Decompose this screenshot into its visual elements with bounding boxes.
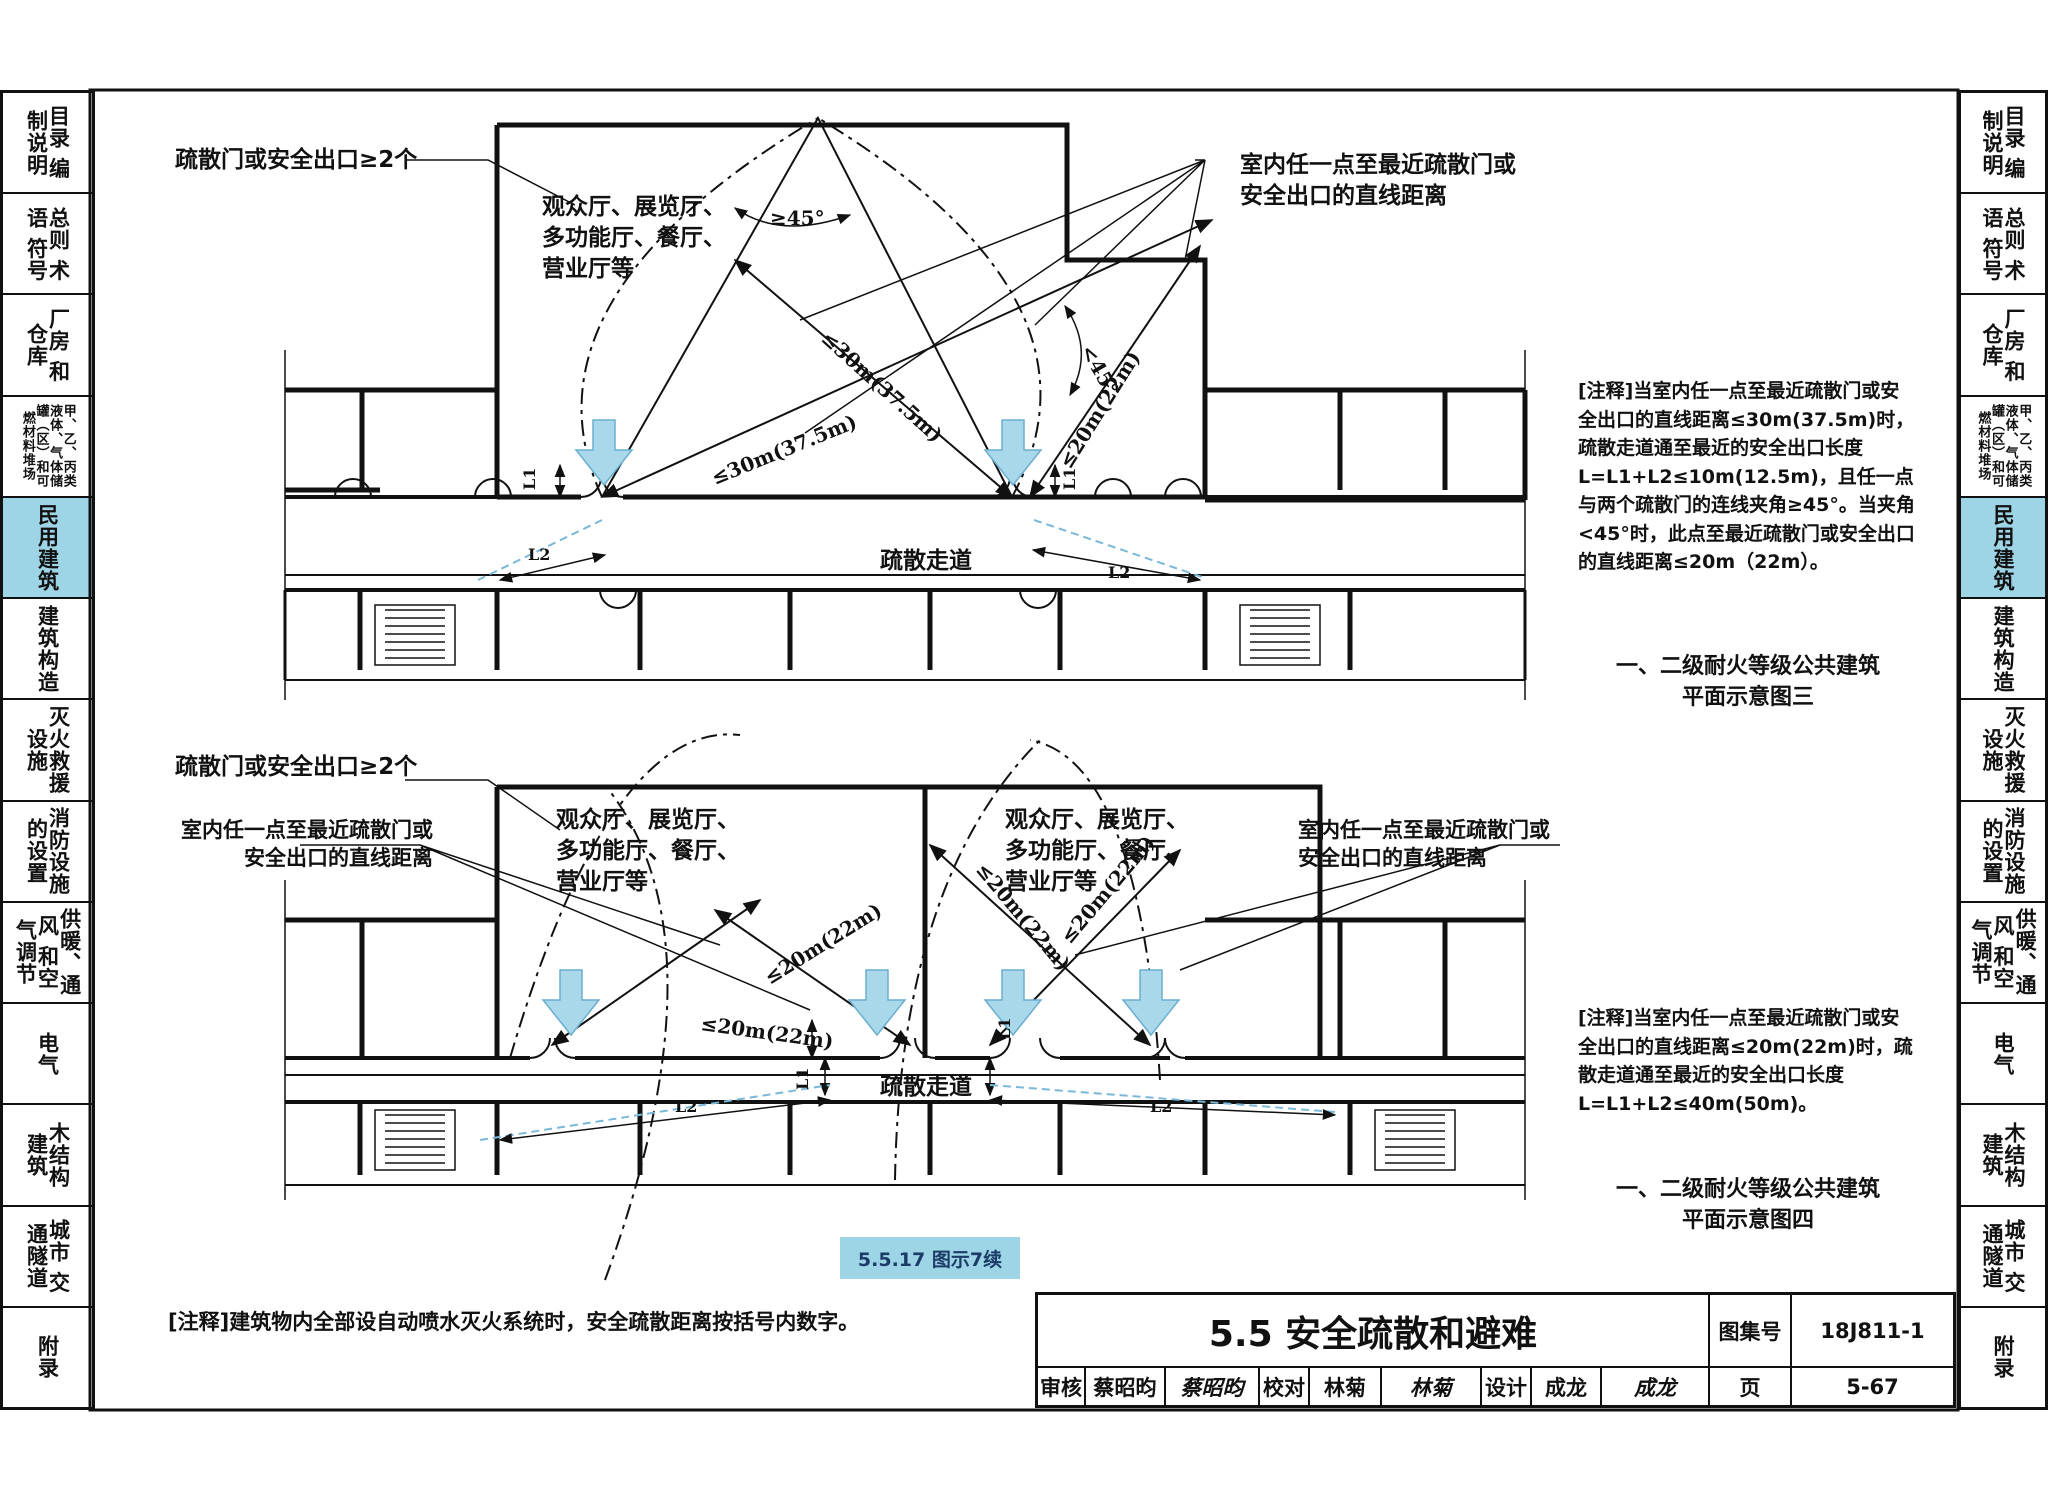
tab-tunnel[interactable]: 城市 交通隧道 — [3, 1207, 92, 1308]
design-label: 设计 — [1482, 1368, 1532, 1405]
tab-storage-right[interactable]: 甲、乙、丙类液体、气体储罐（区）和可燃材料堆场 — [1961, 397, 2045, 498]
tab-construction-right[interactable]: 建筑构造 — [1961, 599, 2045, 701]
corridor-label-2: 疏散走道 — [880, 1073, 972, 1100]
tab-factory-right[interactable]: 厂房 和仓库 — [1961, 295, 2045, 397]
diagram-1-plan — [283, 115, 1528, 700]
diagram-2-arrows — [541, 969, 1181, 1037]
checker-signature: 林菊 — [1382, 1368, 1482, 1405]
sheet-title: 5.5 安全疏散和避难 — [1038, 1295, 1710, 1368]
tab-civil-right[interactable]: 民用建筑 — [1961, 497, 2045, 600]
d1-rooms-label: 观众厅、展览厅、 多功能厅、餐厅、 营业厅等 — [542, 194, 726, 283]
tab-tunnel-right[interactable]: 城市 交通隧道 — [1961, 1207, 2045, 1308]
sheet-frame — [88, 88, 1960, 1412]
atlas-label: 图集号 — [1710, 1295, 1792, 1368]
d2-distance-left-label: 室内任一点至最近疏散门或 安全出口的直线距离 — [181, 818, 433, 871]
l1-label-1a: L1 — [520, 468, 539, 490]
tab-civil[interactable]: 民用建筑 — [3, 497, 92, 600]
right-section-tabs: 目录 编制说明 总则 术语 符号 厂房 和仓库 甲、乙、丙类液体、气体储罐（区）… — [1958, 90, 2048, 1410]
designer-signature: 成龙 — [1602, 1368, 1710, 1405]
l2-label-2b: L2 — [1150, 1097, 1172, 1116]
tab-fire-facility-right[interactable]: 消防设施 的设置 — [1961, 802, 2045, 903]
page-label: 页 — [1710, 1368, 1792, 1405]
l1-label-2b: L1 — [995, 1018, 1014, 1040]
tab-hvac[interactable]: 供暖、通风 和空气调节 — [3, 903, 92, 1005]
tab-construction[interactable]: 建筑构造 — [3, 599, 92, 701]
page-footnote: [注释]建筑物内全部设自动喷水灭火系统时，安全疏散距离按括号内数字。 — [168, 1310, 860, 1334]
d2-rooms-left-label: 观众厅、展览厅、 多功能厅、餐厅、 营业厅等 — [556, 807, 740, 896]
tab-rescue-right[interactable]: 灭火救援 设施 — [1961, 700, 2045, 802]
d2-caption: 一、二级耐火等级公共建筑 平面示意图四 — [1615, 1177, 1880, 1233]
l2-label-2a: L2 — [675, 1097, 697, 1116]
d1-note: [注释]当室内任一点至最近疏散门或安全出口的直线距离≤30m(37.5m)时，疏… — [1578, 380, 1915, 573]
checker-name: 林菊 — [1310, 1368, 1382, 1405]
angle-ge-label: ≥45° — [770, 206, 825, 230]
tab-fire-facility[interactable]: 消防设施 的设置 — [3, 802, 92, 903]
reviewer-signature: 蔡昭昀 — [1166, 1368, 1260, 1405]
designer-name: 成龙 — [1532, 1368, 1602, 1405]
tab-rescue[interactable]: 灭火救援 设施 — [3, 700, 92, 802]
d2-rooms-right-label: 观众厅、展览厅、 多功能厅、餐厅、 营业厅等 — [1005, 807, 1189, 896]
tab-hvac-right[interactable]: 供暖、通风 和空气调节 — [1961, 903, 2045, 1005]
page-number: 5-67 — [1846, 1374, 1899, 1399]
reviewer-name: 蔡昭昀 — [1086, 1368, 1166, 1405]
tab-general-right[interactable]: 总则 术语 符号 — [1961, 194, 2045, 296]
l1-label-1b: L1 — [1060, 468, 1079, 490]
title-block: 5.5 安全疏散和避难 图集号 18J811-1 审核 蔡昭昀 蔡昭昀 校对 林… — [1035, 1292, 1956, 1408]
left-section-tabs: 目录 编制说明 总则 术语 符号 厂房 和仓库 甲、乙、丙类液体、气体储罐（区）… — [0, 90, 95, 1410]
l2-label-1a: L2 — [528, 545, 550, 564]
d1-exits-label: 疏散门或安全出口≥2个 — [175, 147, 418, 173]
tab-storage[interactable]: 甲、乙、丙类液体、气体储罐（区）和可燃材料堆场 — [3, 397, 92, 498]
tab-wood[interactable]: 木结构 建筑 — [3, 1105, 92, 1207]
l2-label-1b: L2 — [1108, 563, 1130, 582]
l1-label-2a: L1 — [793, 1068, 812, 1090]
d1-caption: 一、二级耐火等级公共建筑 平面示意图三 — [1615, 654, 1880, 710]
d2-exits-label: 疏散门或安全出口≥2个 — [175, 754, 418, 780]
d2-distance-right-label: 室内任一点至最近疏散门或 安全出口的直线距离 — [1298, 818, 1550, 871]
dim-20-label-2b: ≤20m(22m) — [699, 1011, 835, 1053]
d1-distance-label: 室内任一点至最近疏散门或 安全出口的直线距离 — [1240, 152, 1516, 210]
diagram-1-arrows — [574, 419, 1043, 487]
tab-electric[interactable]: 电气 — [3, 1004, 92, 1106]
atlas-number: 18J811-1 — [1792, 1295, 1953, 1368]
d2-note: [注释]当室内任一点至最近疏散门或安全出口的直线距离≤20m(22m)时，疏散走… — [1578, 1007, 1913, 1115]
tab-general[interactable]: 总则 术语 符号 — [3, 194, 92, 296]
tab-wood-right[interactable]: 木结构 建筑 — [1961, 1105, 2045, 1207]
review-label: 审核 — [1038, 1368, 1086, 1405]
tab-appendix[interactable]: 附录 — [35, 1335, 60, 1380]
tab-electric-right[interactable]: 电气 — [1961, 1004, 2045, 1106]
corridor-label-1: 疏散走道 — [880, 547, 972, 574]
tab-appendix-right[interactable]: 附录 — [1991, 1335, 2016, 1380]
check-label: 校对 — [1260, 1368, 1310, 1405]
tab-factory[interactable]: 厂房 和仓库 — [3, 295, 92, 397]
tab-contents[interactable]: 目录 编制说明 — [3, 93, 92, 195]
tab-contents-right[interactable]: 目录 编制说明 — [1961, 93, 2045, 195]
figure-label: 5.5.17 图示7续 — [840, 1237, 1020, 1279]
dim-30-horiz-label: ≤30m(37.5m) — [708, 409, 860, 489]
